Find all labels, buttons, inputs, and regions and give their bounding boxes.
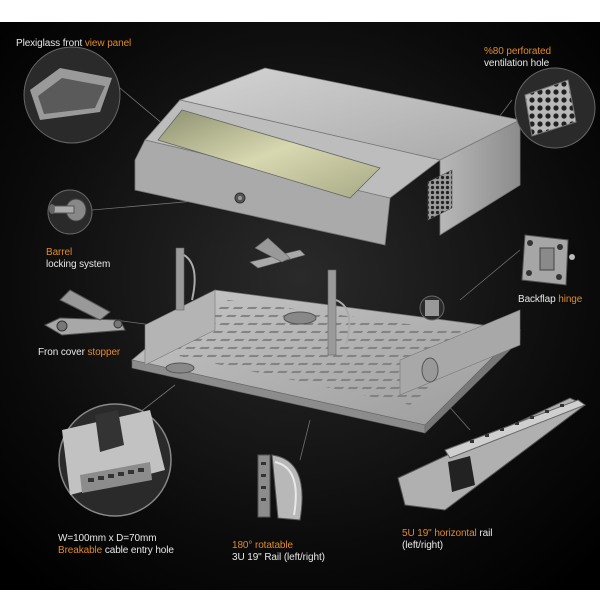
backflap-hinge-small [419,295,445,321]
label-cable-hole-highlight: Breakable [58,545,103,556]
label-backflap: Backflap hinge [518,294,582,306]
ventilation-grid [427,169,453,221]
cable-entry-detail [58,403,172,517]
label-barrel-suffix: locking system [46,259,111,270]
label-plexiglass: Plexiglass front view panel [16,38,131,50]
label-barrel-highlight: Barrel [46,247,73,258]
label-5u-rail-highlight: 5U 19" horizontal [402,528,477,539]
label-cable-hole: W=100mm x D=70mm Breakable cable entry h… [58,533,174,557]
label-5u-rail-suffix: (left/right) [402,540,444,551]
label-stopper-highlight: stopper [87,347,121,358]
ventilation-detail [514,67,596,149]
label-3u-rail-suffix: 3U 19" Rail (left/right) [232,552,325,563]
3u-rail-left [175,247,185,311]
label-cable-hole-suffix: cable entry hole [104,545,174,556]
5u-rail-detail [397,397,587,511]
plexiglass-detail [23,46,121,144]
label-5u-rail-mid: rail [479,528,493,539]
bottom-tray [131,237,521,434]
barrel-lock-detail [47,189,93,235]
label-stopper: Fron cover stopper [38,347,120,359]
stopper-detail [43,289,126,336]
backflap-hinge-detail [521,234,575,286]
label-backflap-highlight: hinge [558,294,583,305]
label-stopper-prefix: Fron cover [38,347,85,358]
label-plexiglass-highlight: view panel [84,38,132,49]
top-cover [134,67,522,246]
3u-rail-right [327,269,337,356]
label-ventilation-suffix: ventilation hole [484,58,550,69]
label-ventilation-highlight: %80 perforated [484,46,551,57]
label-3u-rail-highlight: 180° rotatable [232,540,293,551]
label-backflap-prefix: Backflap [518,294,556,305]
label-plexiglass-prefix: Plexiglass front [16,38,83,49]
label-3u-rail: 180° rotatable 3U 19" Rail (left/right) [232,540,325,564]
label-barrel: Barrel locking system [46,247,110,271]
plexiglass-view-panel [157,109,381,199]
3u-rail-detail [257,454,303,521]
label-5u-rail: 5U 19" horizontal rail (left/right) [402,528,492,552]
label-ventilation: %80 perforated ventilation hole [484,46,551,70]
label-cable-hole-dims: W=100mm x D=70mm [58,533,157,544]
